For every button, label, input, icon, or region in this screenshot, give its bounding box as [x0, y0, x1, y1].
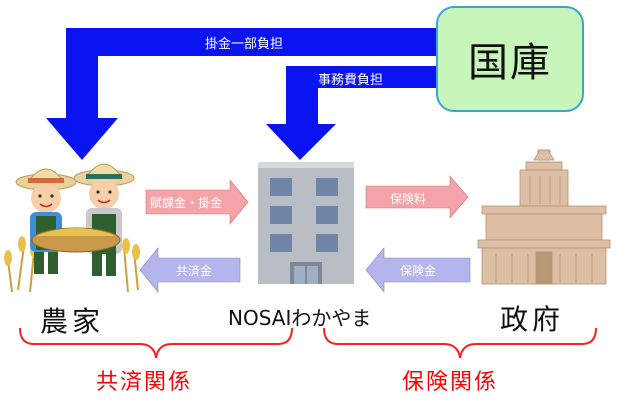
- mutual-relation-bracket: [19, 327, 293, 359]
- nosai-label: NOSAIわかやま: [228, 306, 372, 330]
- insurance-relation-bracket: [323, 327, 597, 359]
- mutual-payout-label: 共済金: [176, 264, 213, 278]
- government-label: 政府: [500, 303, 565, 336]
- levy-arrow: [145, 179, 249, 225]
- insurance-premium-arrow: [365, 175, 469, 219]
- treasury-box: 国庫: [436, 6, 584, 112]
- farmers-label: 農家: [40, 305, 105, 338]
- insurance-payout-arrow: [365, 247, 471, 293]
- insurance-relation-label: 保険関係: [402, 370, 499, 395]
- nosai-building-icon: [258, 162, 354, 284]
- insurance-premium-label: 保険料: [390, 192, 427, 206]
- mutual-relation-label: 共済関係: [96, 370, 193, 395]
- mutual-payout-arrow: [139, 247, 241, 293]
- levy-label: 賦課金・掛金: [150, 196, 223, 210]
- admin-subsidy-arrow: [266, 66, 438, 160]
- farmers-illustration-icon: [4, 163, 140, 293]
- premium-subsidy-label: 掛金一部負担: [205, 37, 284, 52]
- treasury-label: 国庫: [468, 40, 552, 86]
- government-building-icon: [477, 149, 611, 285]
- premium-subsidy-arrow: [46, 28, 438, 160]
- insurance-payout-label: 保険金: [400, 264, 437, 278]
- admin-subsidy-label: 事務費負担: [318, 73, 384, 88]
